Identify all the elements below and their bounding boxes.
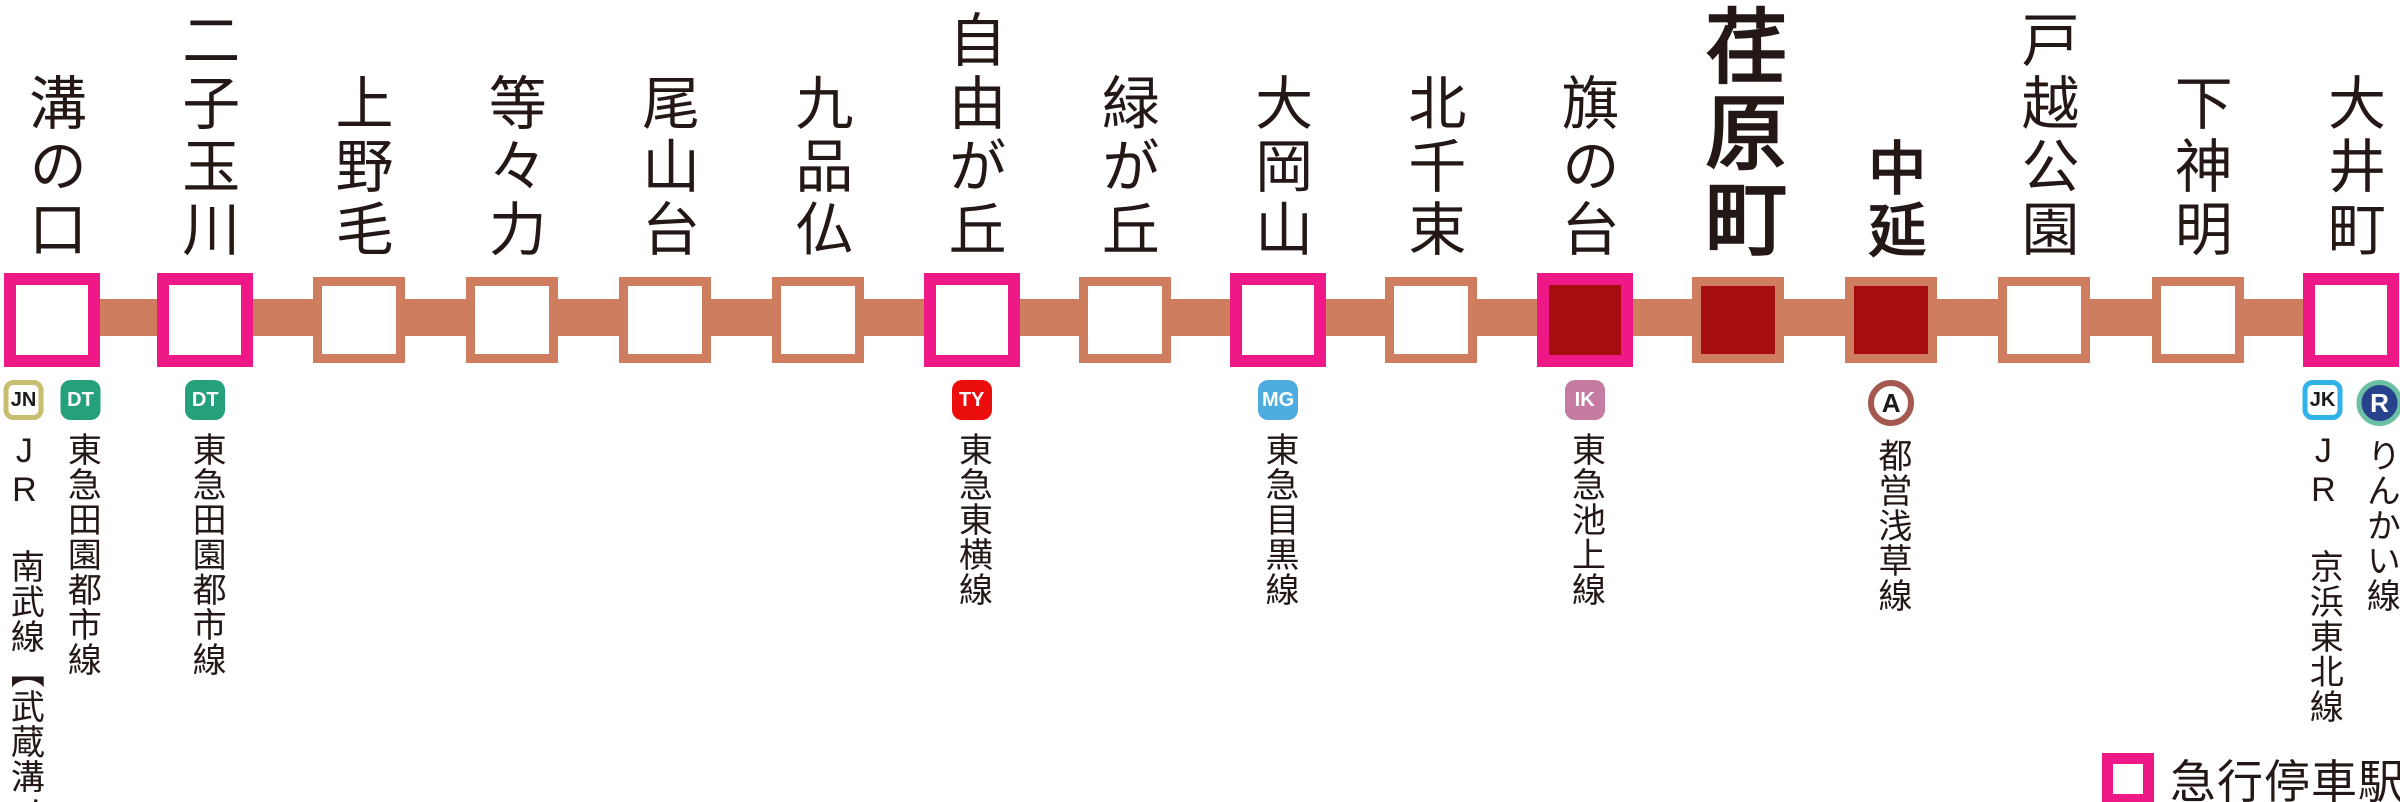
transfer-line-badge-icon: JK: [2302, 380, 2343, 420]
express-stop-legend-swatch: [2102, 753, 2154, 802]
transfer-list: IK 東急池上線: [1563, 380, 1607, 607]
station-box: [619, 277, 712, 363]
station-box: [1998, 277, 2091, 363]
station-box: [1230, 273, 1327, 367]
station-name: 下神明: [2165, 73, 2231, 262]
legend-label: 急行停車駅: [2170, 756, 2400, 802]
transfer-line-badge-icon: IK: [1564, 380, 1605, 420]
station-name: 等々力: [479, 73, 545, 262]
station-name: 九品仏: [786, 73, 852, 262]
station-box: [1385, 277, 1478, 363]
transfer-line-badge-icon: R: [2356, 380, 2400, 426]
transfer-line-badge-icon: DT: [185, 380, 226, 420]
transfer-entry: IK 東急池上線: [1563, 380, 1607, 607]
transfer-entry: MG 東急目黒線: [1256, 380, 1300, 607]
station-name: 上野毛: [326, 73, 392, 262]
station-name: 中延: [1859, 138, 1925, 262]
station-box: [312, 277, 405, 363]
station-box: [923, 273, 1020, 367]
transfer-list: MG 東急目黒線: [1256, 380, 1300, 607]
transfer-line-badge-icon: TY: [951, 380, 992, 420]
station-name: 大井町: [2319, 73, 2384, 262]
station-name: 北千束: [1399, 73, 1465, 262]
station-name: 尾山台: [633, 73, 699, 262]
station-box: [772, 277, 865, 363]
transfer-entry: A 都営浅草線: [1868, 380, 1915, 613]
transfer-line-name: りんかい線: [2361, 438, 2400, 613]
transfer-line-badge-icon: JN: [3, 380, 44, 420]
station-box: [157, 273, 254, 367]
station-name: 大岡山: [1246, 73, 1312, 262]
station-box: [1078, 277, 1171, 363]
transfer-entry: DT 東急田園都市線: [183, 380, 227, 677]
transfer-list: JN JR 南武線【武蔵溝ノ口】 DT 東急田園都市線: [2, 380, 103, 802]
transfer-line-name: 東急東横線: [953, 432, 992, 607]
station-box: [465, 277, 558, 363]
station-box: [1691, 277, 1784, 363]
station-name: 緑が丘: [1092, 73, 1158, 262]
transfer-line-name: 東急池上線: [1566, 432, 1605, 607]
transfer-line-badge-icon: MG: [1258, 380, 1299, 420]
transfer-entry: JN JR 南武線【武蔵溝ノ口】: [2, 380, 46, 802]
transfer-entry: JK JR 京浜東北線: [2301, 380, 2345, 724]
transfer-line-name: 東急田園都市線: [187, 432, 226, 677]
transfer-line-badge-icon: DT: [60, 380, 101, 420]
transfer-line-name: 東急目黒線: [1259, 432, 1298, 607]
station-box: [2303, 273, 2399, 367]
station-name: 溝の口: [20, 73, 85, 262]
transfer-list: TY 東急東横線: [950, 380, 994, 607]
transfer-line-name: JR 京浜東北線: [2304, 432, 2343, 724]
transfer-line-badge-icon: A: [1868, 380, 1915, 426]
transfer-list: DT 東急田園都市線: [183, 380, 227, 677]
station-name: 自由が丘: [939, 10, 1005, 262]
station-name: 戸越公園: [2012, 10, 2078, 262]
station-name: 旗の台: [1552, 73, 1618, 262]
station-name: 二子玉川: [173, 10, 239, 262]
legend: 急行停車駅: [2102, 746, 2400, 802]
transfer-line-name: 東急田園都市線: [62, 432, 101, 677]
station-box: [1536, 273, 1633, 367]
station-box: [1845, 277, 1938, 363]
transfer-entry: R りんかい線: [2356, 380, 2400, 724]
transfer-list: A 都営浅草線: [1868, 380, 1915, 613]
station-box: [4, 273, 100, 367]
station-box: [2151, 277, 2244, 363]
transfer-line-name: 都営浅草線: [1873, 438, 1912, 613]
station-name: 荏原町: [1692, 4, 1784, 262]
line-track: [52, 299, 2351, 336]
transfer-entry: DT 東急田園都市線: [59, 380, 103, 802]
transfer-list: JK JR 京浜東北線 R りんかい線: [2301, 380, 2400, 724]
transfer-line-name: JR 南武線【武蔵溝ノ口】: [5, 432, 44, 802]
transfer-entry: TY 東急東横線: [950, 380, 994, 607]
